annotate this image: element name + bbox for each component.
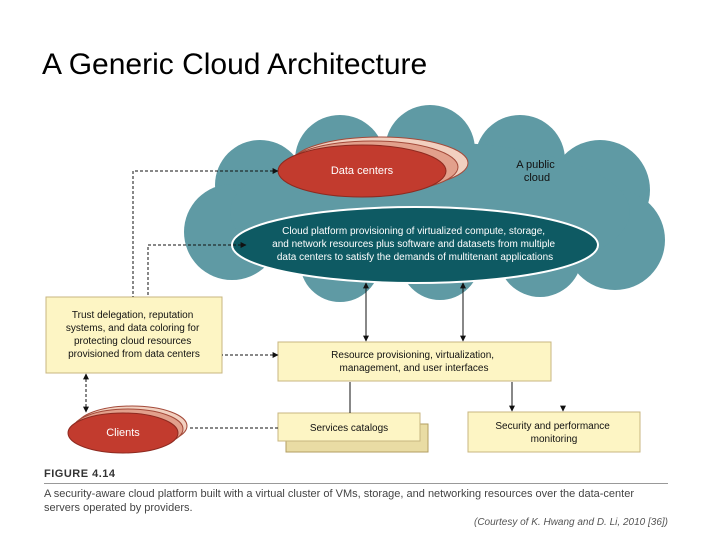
figure-caption: A security-aware cloud platform built wi… [44,488,634,514]
platform-provisioning [231,206,599,284]
clients-label: Clients [106,427,140,439]
figure-label: FIGURE 4.14 [44,468,116,480]
public-cloud-label: A public cloud [516,159,558,184]
data-centers [277,136,469,198]
trust-delegation-box [45,296,223,374]
dashed-connectors [83,168,279,429]
services-catalogs-text: Services catalogs [310,423,388,434]
clients [67,405,188,454]
figure-credit: (Courtesy of K. Hwang and D. Li, 2010 [3… [474,517,668,528]
data-centers-label: Data centers [331,165,394,177]
resource-provisioning-text: Resource provisioning, virtualization, m… [331,350,497,374]
solid-connectors [349,282,566,413]
platform-provisioning-text: Cloud platform provisioning of virtualiz… [272,226,558,263]
resource-provisioning-box [277,341,552,382]
security-monitoring-box [467,411,641,453]
caption-divider [44,483,668,484]
slide-title: A Generic Cloud Architecture [42,48,428,81]
trust-delegation-text: Trust delegation, reputation systems, an… [66,310,202,360]
security-monitoring-text: Security and performance monitoring [495,421,612,445]
services-catalogs-box [277,412,421,442]
